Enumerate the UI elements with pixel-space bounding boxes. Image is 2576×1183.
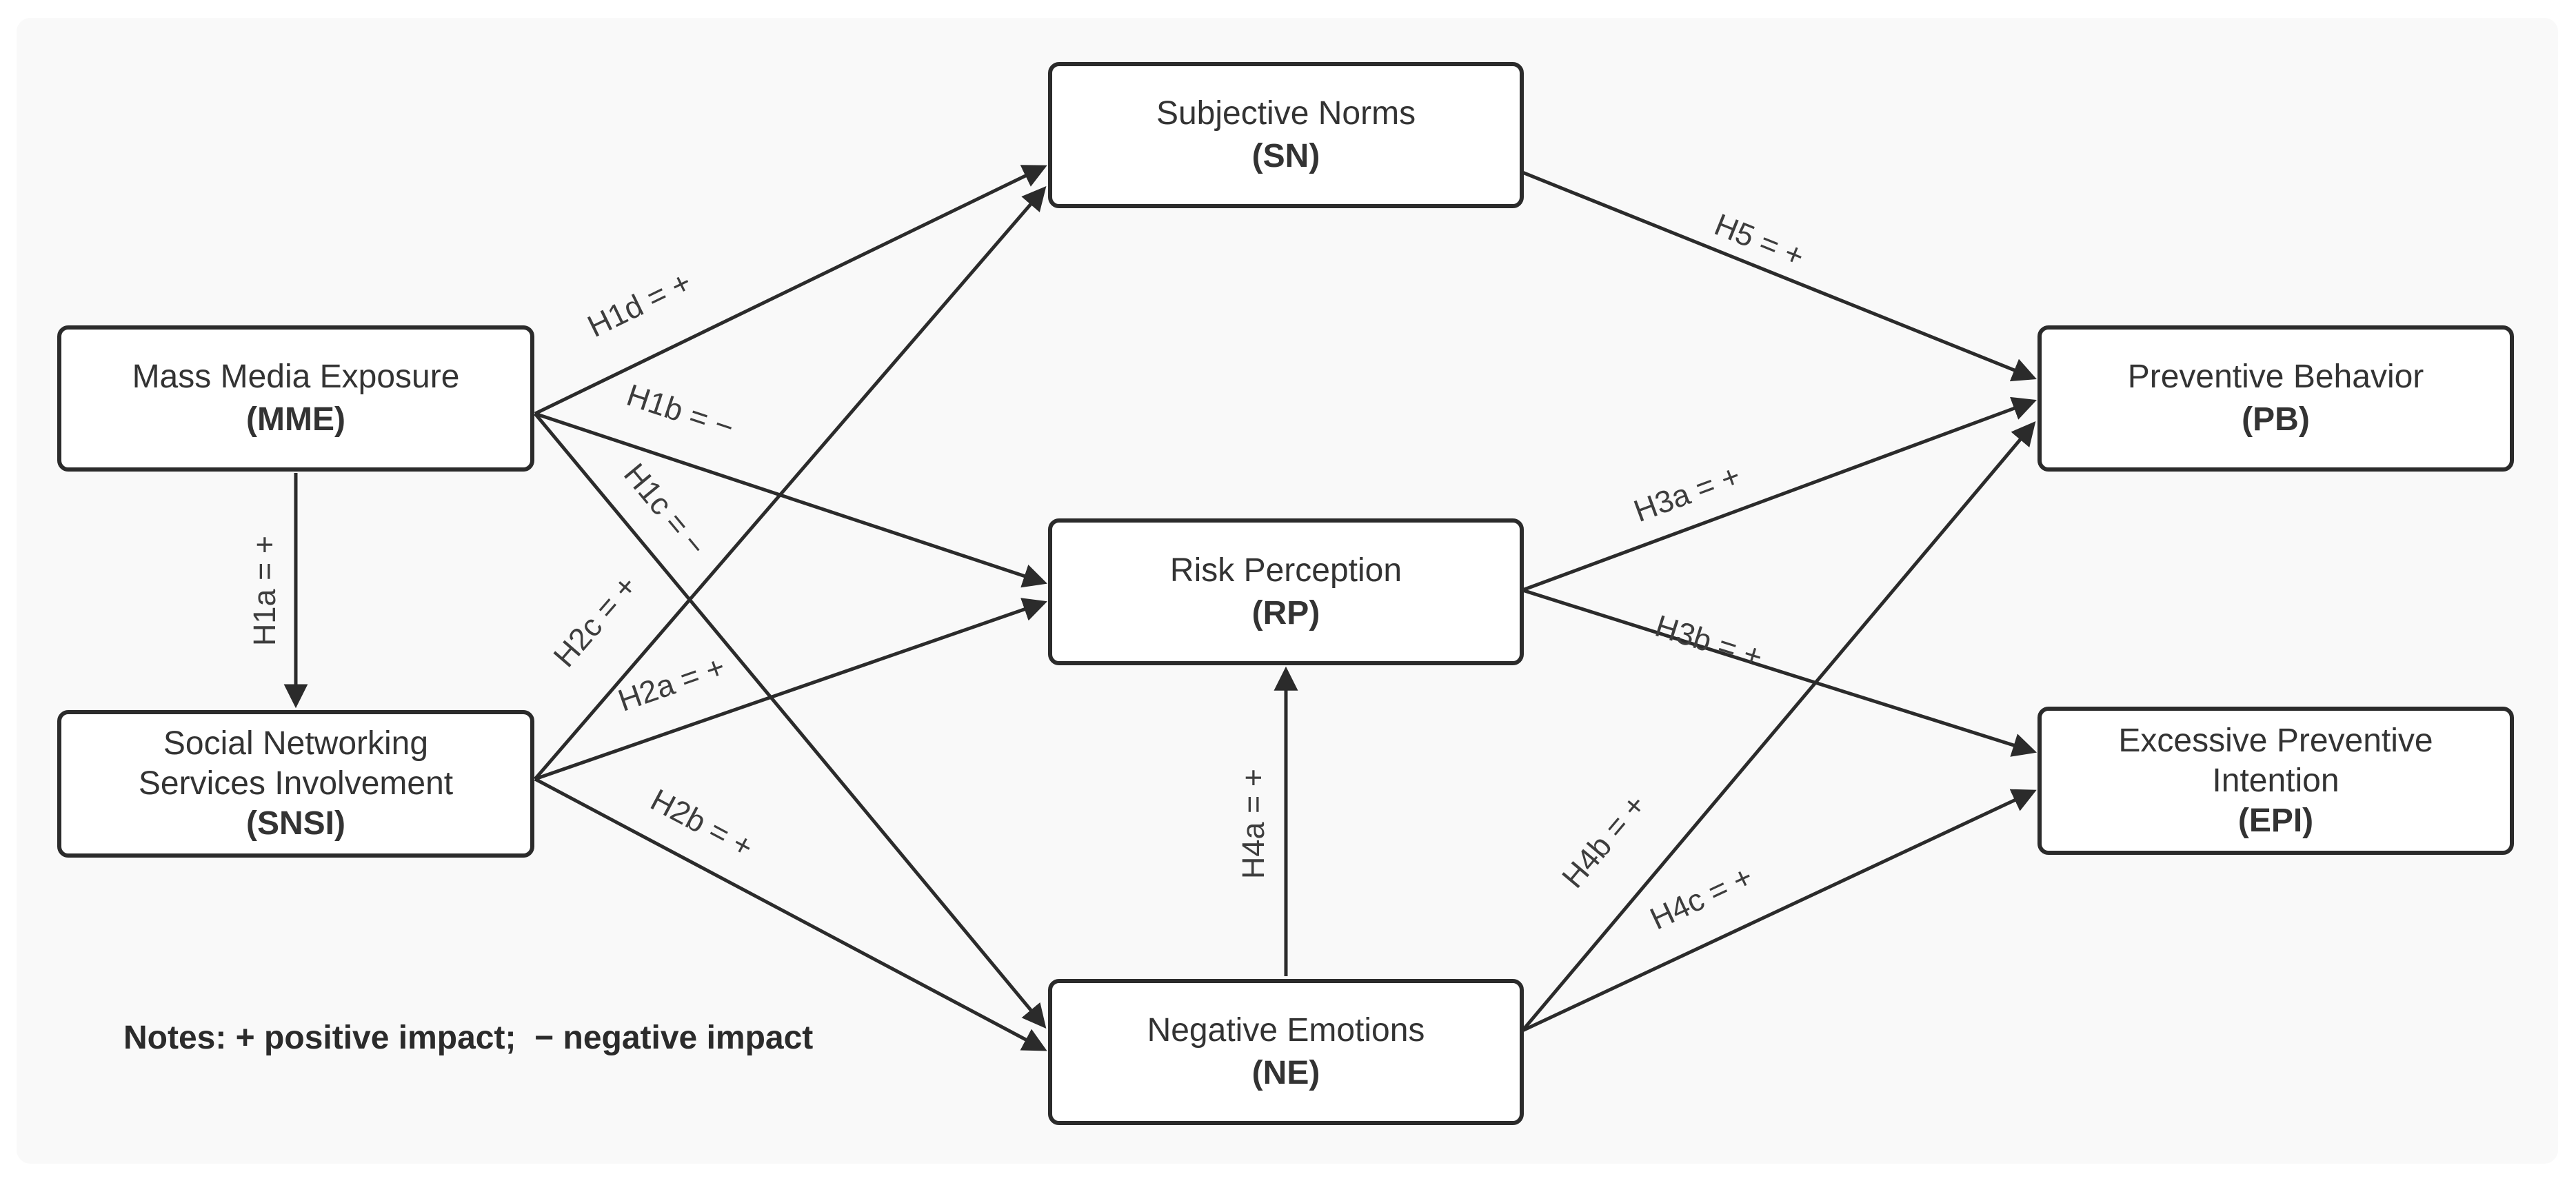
node-snsi: Social Networking Services Involvement (… (57, 710, 534, 858)
edge-h1c-label: H1c = − (617, 456, 714, 563)
edge-h4c-label: H4c = + (1644, 859, 1758, 937)
node-ne: Negative Emotions (NE) (1048, 979, 1524, 1125)
edge-h3b-label: H3b = + (1651, 608, 1767, 675)
edge-h5-line (1522, 170, 2037, 382)
node-abbr: (SN) (1251, 138, 1320, 174)
edge-h2b-label: H2b = + (645, 782, 759, 865)
edge-h3a-line (1522, 396, 2037, 592)
edge-h4c-line (1521, 789, 2037, 1033)
node-label: Social Networking (163, 725, 429, 762)
edge-h1c-line (534, 412, 1047, 1029)
node-abbr: (SNSI) (246, 805, 345, 842)
edge-h4b-line (1521, 421, 2036, 1032)
node-epi: Excessive Preventive Intention (EPI) (2037, 707, 2514, 855)
edge-h3b-line (1522, 588, 2037, 757)
node-label: Intention (2212, 762, 2339, 799)
node-pb: Preventive Behavior (PB) (2037, 325, 2514, 472)
node-abbr: (RP) (1251, 594, 1320, 631)
node-label: Risk Perception (1169, 552, 1402, 589)
node-sn: Subjective Norms (SN) (1048, 62, 1524, 208)
node-label: Mass Media Exposure (132, 358, 460, 395)
node-abbr: (MME) (246, 401, 345, 438)
edge-h5-label: H5 = + (1710, 207, 1809, 274)
node-label: Services Involvement (138, 765, 454, 802)
edge-h2b-line (534, 777, 1047, 1051)
edge-h1d-label: H1d = + (582, 264, 696, 344)
edge-h1b-line (534, 412, 1047, 588)
edge-h4a-label: H4a = + (1236, 769, 1271, 879)
node-rp: Risk Perception (RP) (1048, 518, 1524, 665)
node-label: Subjective Norms (1156, 95, 1416, 132)
edge-h2c-line (534, 186, 1047, 780)
edge-h2c-label: H2c = + (546, 569, 644, 674)
node-abbr: (EPI) (2237, 802, 2314, 839)
edge-h1a-label: H1a = + (247, 536, 282, 646)
notes-text: Notes: + positive impact; − negative imp… (123, 1020, 814, 1056)
node-label: Preventive Behavior (2127, 358, 2424, 395)
node-label: Negative Emotions (1147, 1012, 1425, 1049)
edge-h2a-label: H2a = + (614, 649, 729, 718)
node-abbr: (PB) (2242, 401, 2310, 438)
edge-h1d-line (534, 165, 1047, 416)
node-label: Excessive Preventive (2118, 722, 2433, 759)
edge-h4b-label: H4b = + (1555, 787, 1653, 894)
edge-h2a-line (534, 598, 1047, 781)
edge-h3a-label: H3a = + (1629, 458, 1745, 529)
edge-h1b-label: H1b = − (623, 377, 738, 445)
node-abbr: (NE) (1251, 1055, 1320, 1091)
node-mme: Mass Media Exposure (MME) (57, 325, 534, 472)
